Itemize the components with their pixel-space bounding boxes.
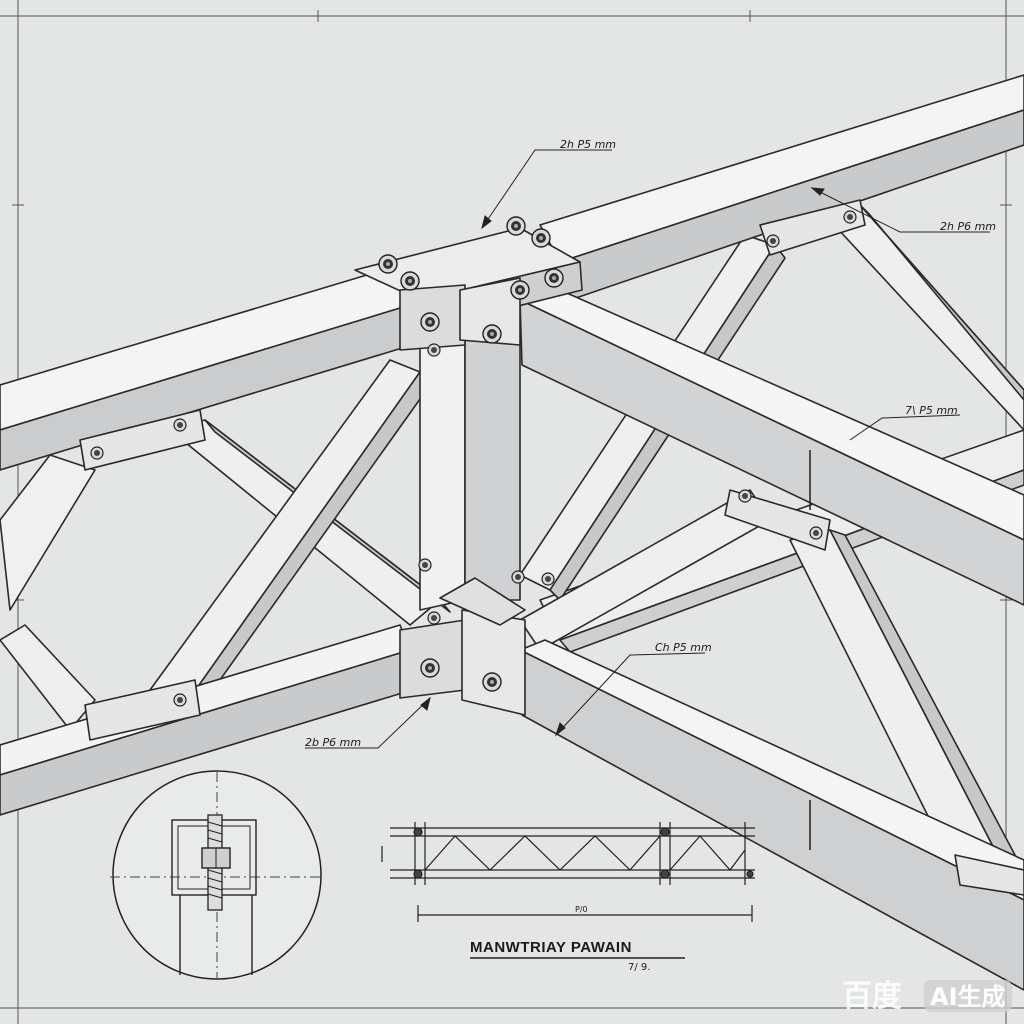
gusset-plate-right-bottom	[954, 854, 1024, 896]
watermark: 百度 AI生成	[842, 979, 1012, 1014]
plan-scale: 7/ 9.	[628, 962, 650, 973]
gusset-plate-right-upper	[759, 199, 866, 256]
bottom-bracket-right	[461, 609, 526, 716]
dimension-leaders	[305, 149, 990, 749]
plan-width-dimension: P/0	[575, 905, 588, 914]
dimension-right-middle: 7\ P5 mm	[905, 404, 958, 417]
bolt-detail-view	[110, 770, 324, 980]
gusset-plate-left-lower	[84, 679, 201, 741]
gusset-plate-right-lower	[724, 489, 831, 551]
dimension-right-upper: 2h P6 mm	[940, 220, 996, 233]
web-member-left-4	[0, 624, 96, 731]
watermark-brand: 百度	[842, 979, 902, 1014]
dimension-center-lower: Ch P5 mm	[655, 641, 712, 654]
plan-title: MANWTRIAY PAWAIN	[470, 939, 632, 956]
dimension-top: 2h P5 mm	[560, 138, 616, 151]
watermark-tag: AI生成	[930, 983, 1006, 1011]
top-bracket-right	[459, 277, 521, 346]
watermark-tag-box	[924, 980, 1012, 1012]
dimension-left-lower: 2b P6 mm	[305, 736, 361, 749]
truss-plan-view	[381, 822, 755, 922]
web-member-right-2	[824, 204, 1024, 431]
truss-structure	[0, 74, 1024, 991]
web-member-left-1	[0, 454, 96, 611]
